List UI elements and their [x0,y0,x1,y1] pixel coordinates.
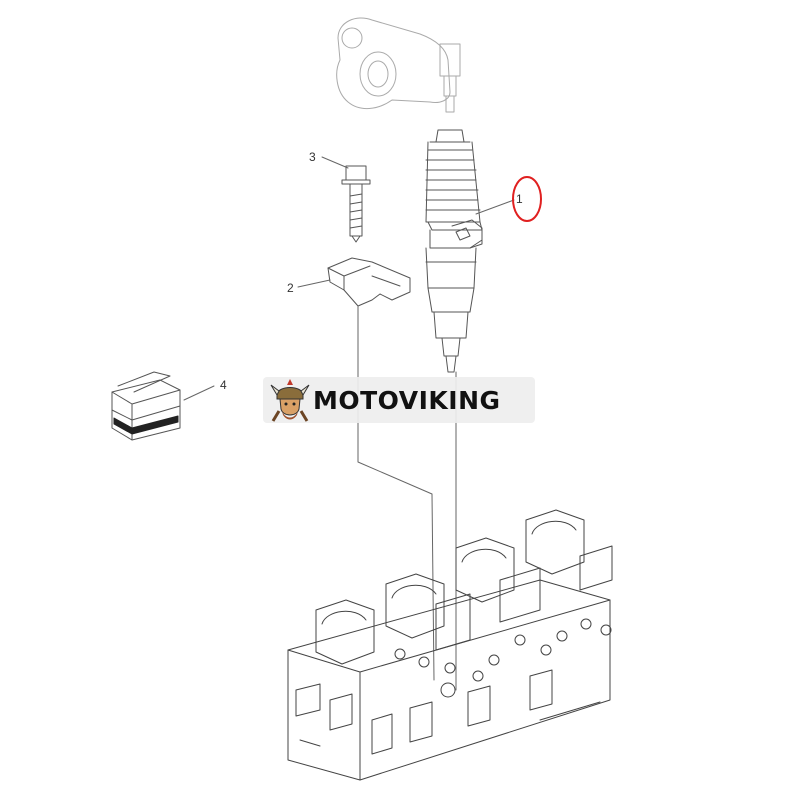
highlight-ring [512,176,542,222]
leader-lines [183,156,515,691]
viking-mascot-icon [270,379,310,422]
rocker-arm [336,17,461,113]
injector-clamp [327,257,411,307]
seal-kit-stripe [113,415,179,435]
fuel-injector [425,129,483,373]
callout-2: 2 [287,281,294,295]
callout-3: 3 [309,150,316,164]
callout-1: 1 [516,192,523,206]
clamp-bolt [341,165,371,243]
watermark-text: MOTOVIKING [313,385,501,415]
seal-kit-box [111,371,181,441]
callout-4: 4 [220,378,227,392]
motoviking-watermark: MOTOVIKING [263,377,535,423]
cylinder-head [287,509,613,781]
